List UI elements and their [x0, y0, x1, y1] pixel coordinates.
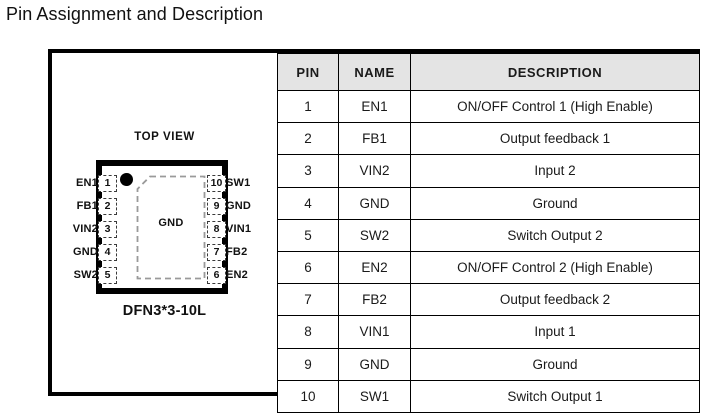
column-header-description: DESCRIPTION [410, 53, 700, 91]
pin-pad-5: 5 [98, 267, 117, 284]
pin-pad-6: 6 [207, 267, 226, 284]
cell-pin: 7 [277, 283, 339, 317]
pin-assignment-figure: TOP VIEW GND 1 2 3 4 5 10 9 8 7 6 EN1 [48, 49, 700, 413]
table-header-row: PIN NAME DESCRIPTION [277, 53, 700, 91]
cell-name: VIN1 [338, 315, 411, 349]
cell-description: ON/OFF Control 1 (High Enable) [410, 89, 700, 124]
cell-description: ON/OFF Control 2 (High Enable) [410, 250, 700, 285]
column-header-pin: PIN [277, 53, 339, 91]
cell-name: GND [338, 186, 411, 220]
cell-description: Output feedback 2 [410, 283, 700, 317]
pin-label-gnd4: GND [72, 246, 98, 258]
cell-pin: 1 [277, 89, 339, 124]
cell-description: Ground [410, 347, 700, 381]
center-gnd-pad: GND [136, 175, 206, 280]
pin-1-dot-icon [120, 173, 133, 186]
cell-pin: 8 [277, 315, 339, 349]
top-view-label: TOP VIEW [134, 131, 195, 143]
pin-label-gnd9: GND [226, 200, 252, 212]
column-header-name: NAME [338, 53, 411, 91]
cell-pin: 6 [277, 250, 339, 285]
cell-name: FB2 [338, 283, 411, 317]
cell-name: FB1 [338, 122, 411, 156]
cell-description: Switch Output 2 [410, 218, 700, 252]
center-pad-label: GND [158, 217, 184, 229]
pin-pad-4: 4 [98, 244, 117, 261]
pin-pad-2: 2 [98, 198, 117, 215]
pin-pad-1: 1 [98, 175, 117, 192]
cell-description: Output feedback 1 [410, 122, 700, 156]
cell-pin: 4 [277, 186, 339, 220]
package-outline: GND 1 2 3 4 5 10 9 8 7 6 EN1 FB1 VIN2 GN… [73, 160, 251, 294]
package-name-label: DFN3*3-10L [122, 303, 207, 319]
cell-name: EN1 [338, 89, 411, 124]
cell-description: Input 1 [410, 315, 700, 349]
pin-pad-7: 7 [207, 244, 226, 261]
pin-label-fb1: FB1 [76, 200, 98, 212]
pin-label-sw1: SW1 [226, 177, 251, 189]
cell-name: EN2 [338, 250, 411, 285]
pin-pad-10: 10 [207, 175, 226, 192]
package-diagram: TOP VIEW GND 1 2 3 4 5 10 9 8 7 6 EN1 [52, 53, 277, 392]
pin-label-en1: EN1 [76, 177, 98, 189]
cell-description: Input 2 [410, 154, 700, 188]
cell-pin: 3 [277, 154, 339, 188]
page-title: Pin Assignment and Description [6, 4, 264, 24]
cell-name: VIN2 [338, 154, 411, 188]
pin-pad-8: 8 [207, 221, 226, 238]
pin-pad-9: 9 [207, 198, 226, 215]
cell-pin: 2 [277, 122, 339, 156]
cell-description: Ground [410, 186, 700, 220]
cell-pin: 9 [277, 347, 339, 381]
pin-label-sw2: SW2 [73, 269, 98, 281]
cell-pin: 10 [277, 379, 339, 413]
cell-description: Switch Output 1 [410, 379, 700, 413]
cell-name: GND [338, 347, 411, 381]
cell-name: SW1 [338, 379, 411, 413]
pin-label-vin1: VIN1 [226, 223, 252, 235]
pin-label-vin2: VIN2 [72, 223, 98, 235]
pin-label-fb2: FB2 [226, 246, 248, 258]
cell-pin: 5 [277, 218, 339, 252]
pin-pad-3: 3 [98, 221, 117, 238]
cell-name: SW2 [338, 218, 411, 252]
pin-label-en2: EN2 [226, 269, 248, 281]
